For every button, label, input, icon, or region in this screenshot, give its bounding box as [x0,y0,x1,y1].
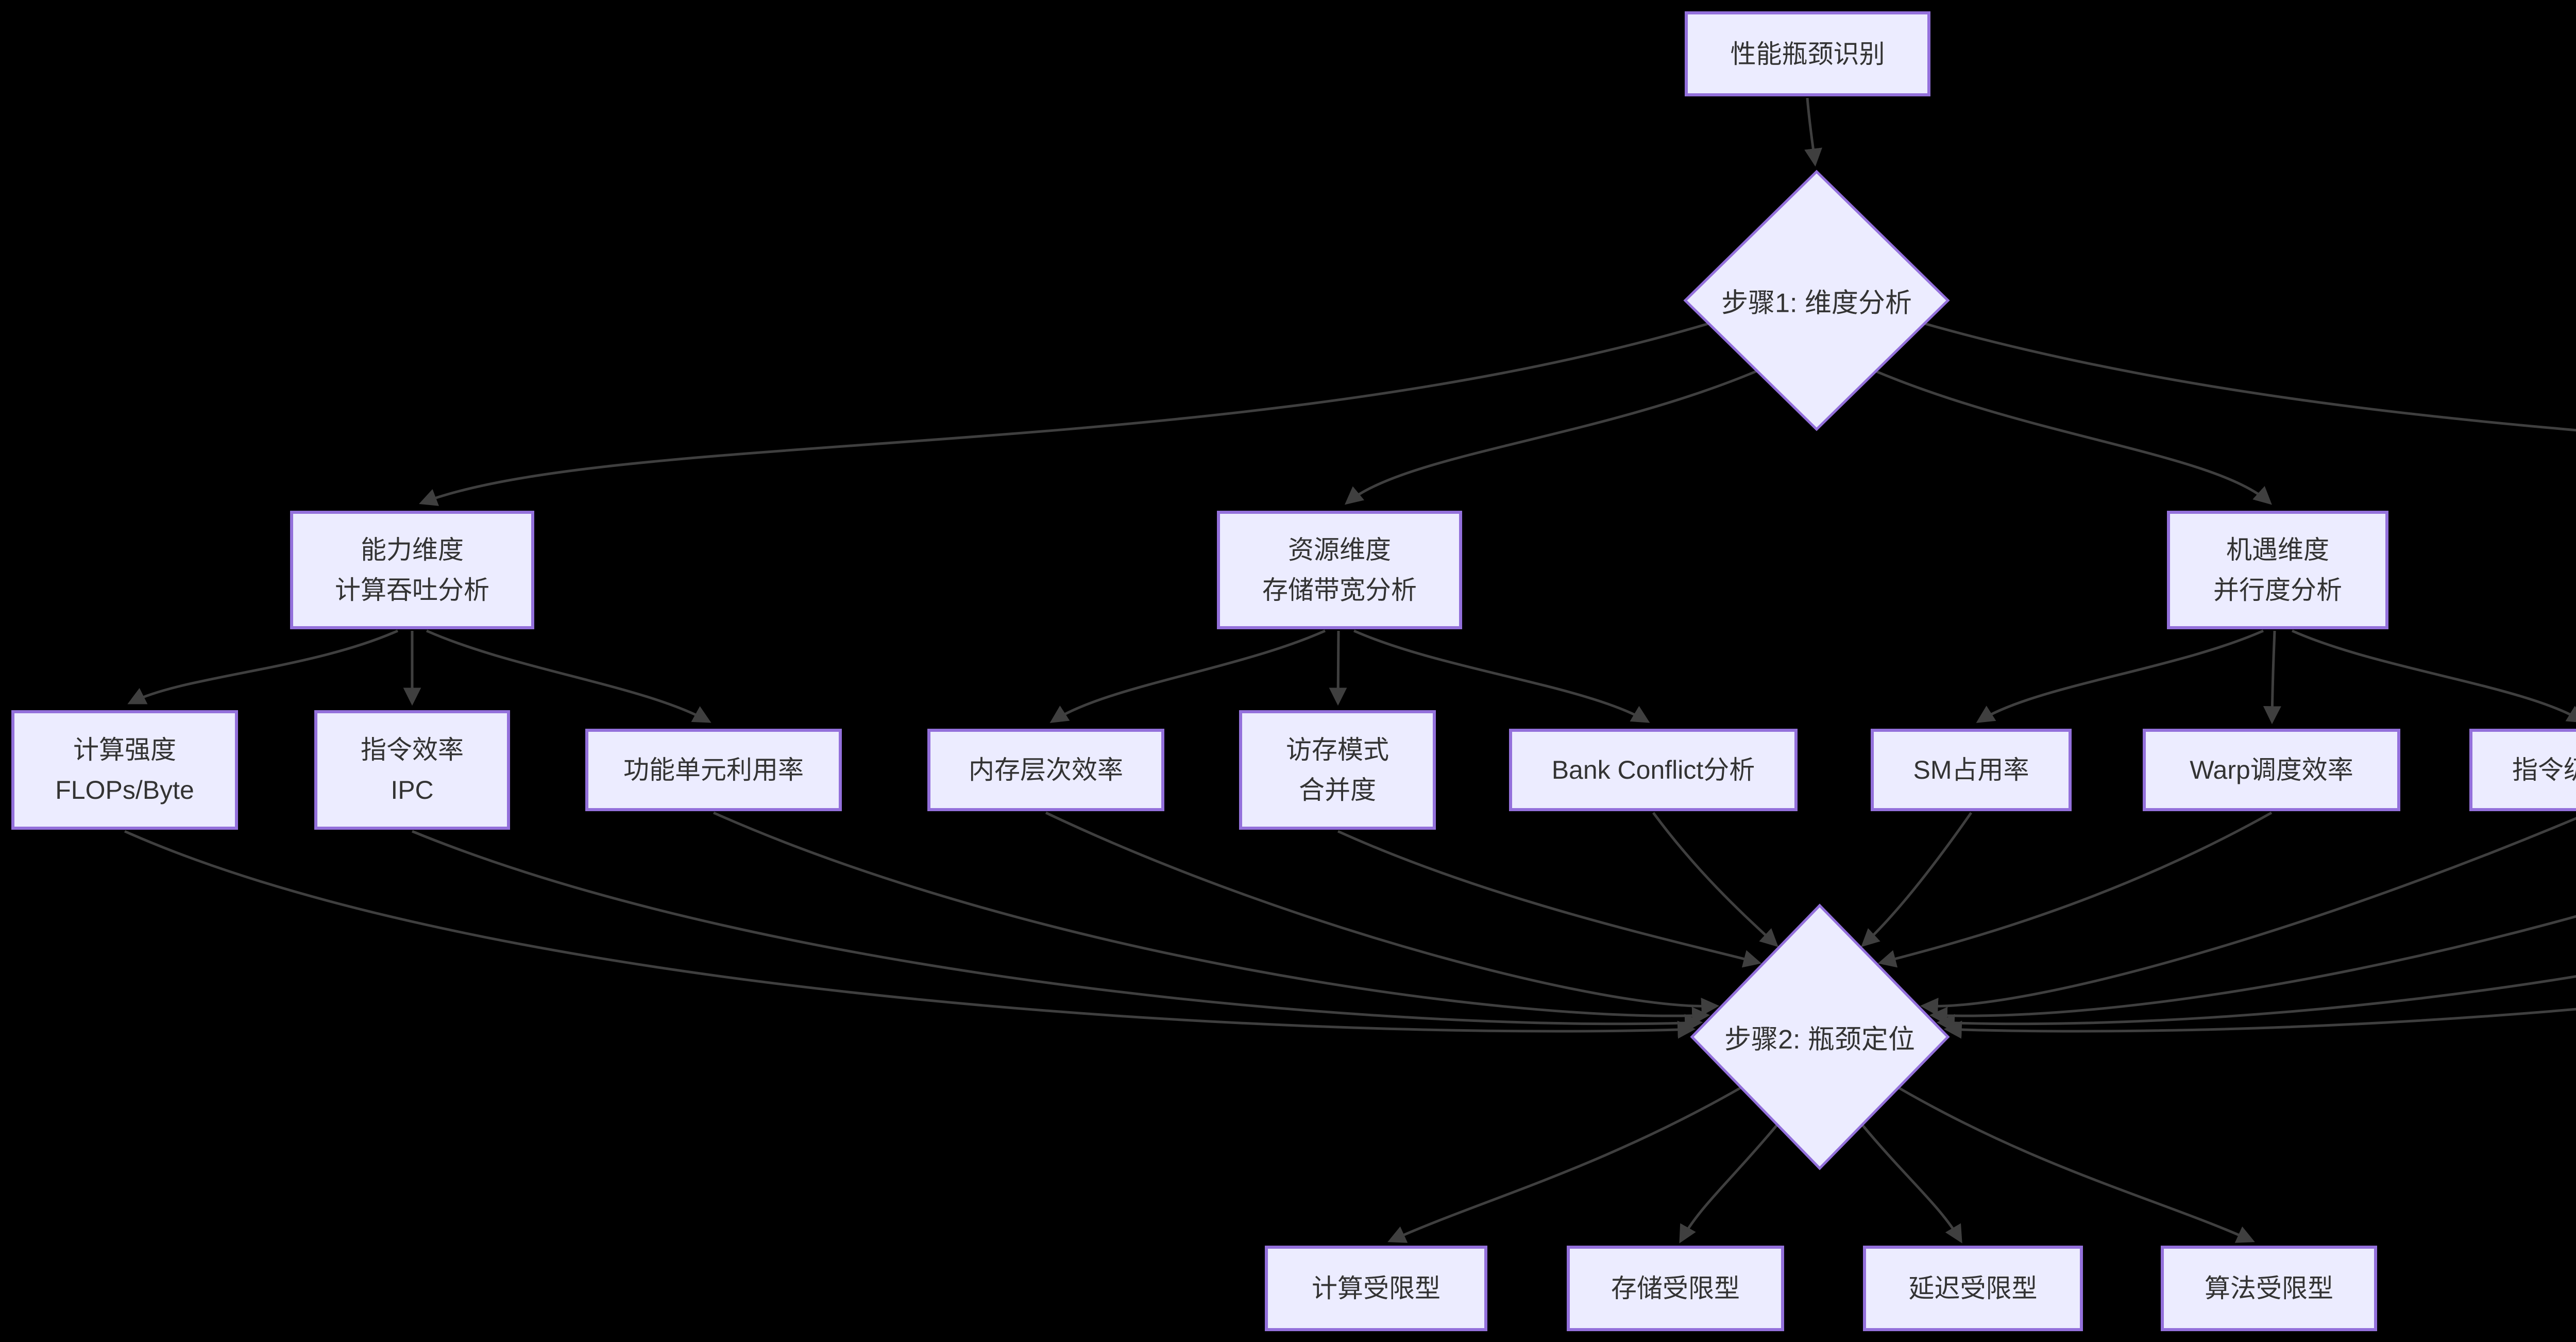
node-label-line: 指令效率 [361,735,464,764]
node-start-label: 性能瓶颈识别 [1730,39,1885,69]
node-bottleneck-latency-bound: 延迟受限型 [1863,1246,2083,1331]
node-metric-bank-conflict: Bank Conflict分析 [1509,729,1798,811]
node-label-line: Warp调度效率 [2190,756,2353,784]
edge-opportunity-sm-occupancy [1976,629,2264,723]
node-label-line: 存储带宽分析 [1262,576,1417,605]
node-metric-warp-scheduling: Warp调度效率 [2143,729,2400,811]
node-label-line: 指令级并行度 [2512,756,2576,784]
decision-step2-shape [1690,903,1950,1170]
node-metric-access-pattern: 访存模式 合并度 [1239,710,1436,830]
node-metric-compute-intensity: 计算强度 FLOPs/Byte [11,710,238,830]
edge-bank-conflict-step2 [1652,812,1778,947]
decision-step2-label: 步骤2: 瓶颈定位 [1724,1025,1915,1055]
edge-step1-motivation [1924,322,2576,432]
edge-memory-hierarchy-step2 [1045,811,1720,1016]
decision-step1-label: 步骤1: 维度分析 [1721,288,1912,318]
node-label-line: 计算吞吐分析 [335,576,489,605]
edge-step2-compute-bound [1387,1086,1742,1243]
node-label-line: 计算受限型 [1312,1274,1440,1303]
node-label-line: 算法受限型 [2205,1274,2333,1303]
decision-step1-shape [1683,170,1950,431]
node-start: 性能瓶颈识别 [1685,11,1930,96]
edge-compute-memory-ratio-step2 [1943,1008,2576,1039]
node-bottleneck-algorithm-bound: 算法受限型 [2161,1246,2377,1331]
node-label-line: SM占用率 [1913,756,2029,784]
edge-compute-intensity-step2 [124,830,1696,1039]
node-label-line: Bank Conflict分析 [1551,756,1755,784]
node-metric-sm-occupancy: SM占用率 [1871,729,2072,811]
node-metric-functional-unit-utilization: 功能单元利用率 [585,729,842,811]
edge-opportunity-ilp [2291,629,2576,723]
edge-ilp-step2 [1920,817,2576,1016]
node-label-line: 存储受限型 [1611,1274,1740,1303]
node-label-line: 功能单元利用率 [623,756,804,784]
node-bottleneck-compute-bound: 计算受限型 [1265,1246,1487,1331]
node-metric-instruction-efficiency: 指令效率 IPC [314,710,510,830]
edge-step2-algorithm-bound [1897,1086,2255,1243]
node-bottleneck-memory-bound: 存储受限型 [1567,1246,1784,1331]
edge-resource-bank-conflict [1353,629,1650,723]
edge-step1-capability [419,322,1709,506]
edge-resource-memory-hierarchy [1049,629,1326,723]
edge-start-step1 [1804,97,1822,167]
edge-capability-compute-intensity [127,629,399,704]
node-dimension-capability: 能力维度 计算吞吐分析 [290,511,534,629]
edge-step1-resource [1344,370,1757,505]
node-label-line: 计算强度 [73,735,176,764]
node-label-line: 资源维度 [1288,535,1391,564]
node-dimension-resource: 资源维度 存储带宽分析 [1217,511,1462,629]
edge-algorithm-complexity-step2 [1929,915,2576,1025]
node-label-line: 合并度 [1299,776,1376,804]
node-metric-memory-hierarchy-efficiency: 内存层次效率 [927,729,1164,811]
edge-step2-memory-bound [1679,1123,1778,1244]
edge-communication-pattern-step2 [1936,975,2576,1032]
node-label-line: 并行度分析 [2213,576,2342,605]
node-label-line: FLOPs/Byte [55,776,194,804]
edge-step2-latency-bound [1861,1123,1962,1244]
node-label-line: 能力维度 [361,535,464,564]
node-label-line: 机遇维度 [2226,535,2329,564]
node-metric-instruction-level-parallelism: 指令级并行度 [2469,729,2576,811]
edge-sm-occupancy-step2 [1861,812,1973,947]
node-label-line: IPC [391,776,434,804]
node-label-line: 内存层次效率 [969,756,1123,784]
edge-opportunity-warp-scheduling [2263,630,2281,725]
node-label-line: 访存模式 [1286,735,1389,764]
edge-functional-unit-step2 [713,811,1710,1025]
node-dimension-opportunity: 机遇维度 并行度分析 [2167,511,2388,629]
edge-warp-scheduling-step2 [1877,811,2273,968]
edge-access-pattern-step2 [1337,830,1762,968]
edge-step1-opportunity [1875,370,2272,505]
edge-capability-functional-unit [426,629,711,723]
node-label-line: 延迟受限型 [1908,1274,2038,1303]
edge-instruction-efficiency-step2 [412,830,1703,1032]
